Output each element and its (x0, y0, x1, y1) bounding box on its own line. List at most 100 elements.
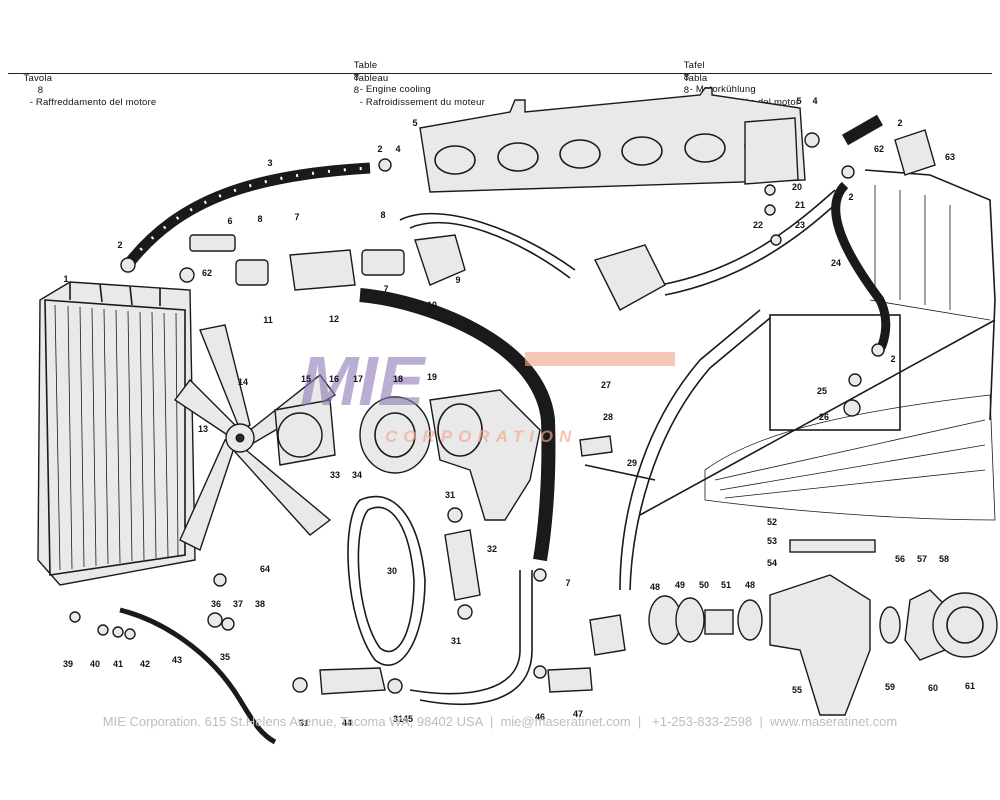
callout-12: 12 (329, 314, 339, 324)
callout-49: 49 (675, 580, 685, 590)
header-it-num: 8 (37, 85, 44, 96)
callout-64: 64 (260, 564, 270, 574)
callout-31-3: 31 (299, 718, 309, 728)
callout-7-2: 7 (383, 284, 388, 294)
callout-6: 6 (227, 216, 232, 226)
callout-47: 47 (573, 709, 583, 719)
callout-14: 14 (238, 377, 248, 387)
callout-42: 42 (140, 659, 150, 669)
callout-2-2: 2 (377, 144, 382, 154)
watermark: MIE CORPORATION (300, 342, 675, 446)
callout-4: 4 (395, 144, 400, 154)
callout-45: 45 (403, 714, 413, 724)
callout-60: 60 (928, 683, 938, 693)
callout-15: 15 (301, 374, 311, 384)
header-it-title: - Raffreddamento del motore (29, 97, 157, 108)
header-en-num: 8 (353, 72, 360, 83)
callout-25: 25 (817, 386, 827, 396)
engine-block (639, 169, 996, 521)
header-rule (8, 73, 992, 74)
header-en: Table 8 - Engine cooling (348, 48, 431, 96)
callout-20: 20 (792, 182, 802, 192)
callout-21: 21 (795, 200, 805, 210)
callout-5-2: 5 (796, 96, 801, 106)
callout-31-4: 31 (393, 714, 403, 724)
callout-35: 35 (220, 652, 230, 662)
callout-3: 3 (267, 158, 272, 168)
callout-29: 29 (627, 458, 637, 468)
header-de-label: Tafel (683, 60, 705, 71)
callout-62-2: 62 (874, 144, 884, 154)
callout-50: 50 (699, 580, 709, 590)
footer-contact: MIE Corporation. 615 St.Helens Avenue, T… (102, 714, 898, 729)
header-de-num: 8 (683, 72, 690, 83)
water-pump (274, 389, 541, 521)
callout-61: 61 (965, 681, 975, 691)
radiator (37, 281, 196, 586)
tie-rod (119, 607, 277, 745)
callout-31-2: 31 (451, 636, 461, 646)
callout-11: 11 (263, 315, 273, 325)
callout-63: 63 (945, 152, 955, 162)
callout-41: 41 (113, 659, 123, 669)
callout-34: 34 (352, 470, 362, 480)
watermark-logo: MIE (300, 342, 427, 420)
callout-62: 62 (202, 268, 212, 278)
callout-37: 37 (233, 599, 243, 609)
callout-28: 28 (603, 412, 613, 422)
callout-54: 54 (767, 558, 777, 568)
callout-4-2: 4 (812, 96, 817, 106)
callout-36: 36 (211, 599, 221, 609)
callout-40: 40 (90, 659, 100, 669)
callout-59: 59 (885, 682, 895, 692)
header-fr-label: Tableau (353, 73, 389, 84)
callout-56: 56 (895, 554, 905, 564)
callout-23: 23 (795, 220, 805, 230)
callout-1: 1 (63, 274, 68, 284)
callout-38: 38 (255, 599, 265, 609)
watermark-subtitle: CORPORATION (385, 427, 577, 446)
callout-7: 7 (294, 212, 299, 222)
callout-32: 32 (487, 544, 497, 554)
callout-17: 17 (353, 374, 363, 384)
callout-27: 27 (601, 380, 611, 390)
callout-30: 30 (387, 566, 397, 576)
pump-inset (648, 539, 998, 716)
callout-22: 22 (753, 220, 763, 230)
v-belt (347, 495, 426, 666)
callout-57: 57 (917, 554, 927, 564)
callout-48-2: 48 (745, 580, 755, 590)
callout-52: 52 (767, 517, 777, 527)
fan (173, 324, 337, 551)
header-en-title: - Engine cooling (359, 84, 432, 95)
hardware (69, 129, 936, 694)
callout-2-5: 2 (890, 354, 895, 364)
watermark-bar (525, 352, 675, 366)
header-es-label: Tabla (683, 73, 708, 84)
callout-2-4: 2 (848, 192, 853, 202)
callout-16: 16 (329, 374, 339, 384)
header-fr-num: 8 (353, 85, 360, 96)
header-it-label: Tavola (23, 73, 53, 84)
callout-9: 9 (455, 275, 460, 285)
header-es-num: 8 (683, 85, 690, 96)
callout-58: 58 (939, 554, 949, 564)
callout-55: 55 (792, 685, 802, 695)
callout-46: 46 (535, 712, 545, 722)
callout-53: 53 (767, 536, 777, 546)
callout-48: 48 (650, 582, 660, 592)
callout-8-2: 8 (380, 210, 385, 220)
header-de: Tafel 8 - Motorkühlung (678, 48, 756, 96)
header-fr: Tableau 8 - Rafroidissement du moteur (348, 61, 485, 109)
callout-5: 5 (412, 118, 417, 128)
callout-31: 31 (445, 490, 455, 500)
callout-2-3: 2 (897, 118, 902, 128)
callout-8: 8 (257, 214, 262, 224)
callout-2: 2 (117, 240, 122, 250)
header-en-label: Table (353, 60, 378, 71)
callout-13: 13 (198, 424, 208, 434)
callout-43: 43 (172, 655, 182, 665)
manifold (419, 87, 806, 193)
callout-18: 18 (393, 374, 403, 384)
